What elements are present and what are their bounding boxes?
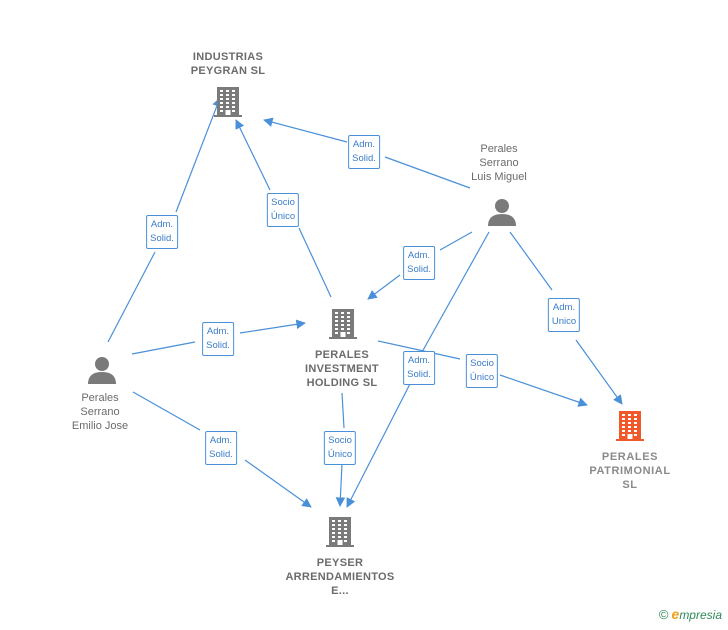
edge-label-emilio-industrias[interactable]: Adm. Solid. — [146, 215, 178, 249]
edge-label-luis-peyser[interactable]: Adm. Solid. — [403, 351, 435, 385]
edge-line-luis-peyser-start — [411, 231, 490, 371]
node-label-investment[interactable]: PERALES INVESTMENT HOLDING SL — [305, 348, 379, 390]
edge-line-investment-peyser-start — [341, 392, 345, 429]
edge-label-line: Solid. — [352, 153, 376, 164]
edge-label-line: Único — [327, 449, 353, 460]
edge-label-line: Único — [270, 211, 296, 222]
investment-building-icon[interactable] — [329, 309, 357, 339]
edge-line-luis-industrias-end — [263, 117, 348, 143]
node-label-line: ARRENDAMIENTOS — [285, 571, 395, 583]
edge-line-emilio-industrias-start — [107, 251, 156, 343]
brand-logo-initial: e — [671, 606, 680, 622]
edge-label-line: Unico — [551, 316, 577, 327]
node-label-peyser[interactable]: PEYSER ARRENDAMIENTOS E... — [285, 556, 394, 598]
edge-line-emilio-peyser-start — [132, 391, 201, 431]
edge-label-line: Solid. — [206, 340, 230, 351]
node-label-line: PERALES — [601, 451, 659, 463]
patrimonial-building-icon[interactable] — [616, 411, 644, 441]
edge-line-luis-peyser-end — [346, 379, 413, 508]
node-label-line: Perales — [480, 143, 518, 155]
edge-line-emilio-industrias-end — [175, 97, 222, 213]
node-label-line: SL — [622, 479, 638, 491]
brand-footer: ©empresia — [659, 606, 722, 622]
node-label-line: PEYGRAN SL — [190, 65, 266, 77]
emilio-person-icon[interactable] — [88, 357, 116, 384]
edge-label-line: Adm. — [209, 435, 233, 446]
edge-label-line: Socio — [271, 197, 295, 208]
node-label-line: PATRIMONIAL — [589, 465, 671, 477]
copyright-icon: © — [658, 607, 669, 622]
edge-line-emilio-investment-end — [239, 319, 306, 334]
node-label-line: INVESTMENT — [305, 363, 379, 375]
brand-name: mpresia — [679, 608, 722, 622]
edge-label-line: Socio — [328, 435, 352, 446]
edge-label-line: Adm. — [352, 139, 376, 150]
node-label-line: E... — [331, 585, 349, 597]
edge-label-line: Adm. — [407, 355, 431, 366]
edge-label-line: Solid. — [407, 264, 431, 275]
edge-label-line: Adm. — [552, 302, 576, 313]
edge-line-luis-patrimonial-start — [509, 231, 553, 291]
edge-label-line: Adm. — [206, 326, 230, 337]
node-label-line: HOLDING SL — [306, 377, 378, 389]
edge-line-investment-patrimonial-start — [377, 340, 461, 360]
edge-label-emilio-peyser[interactable]: Adm. Solid. — [205, 431, 237, 465]
edge-line-luis-industrias-start — [384, 156, 471, 189]
node-label-line: Emilio Jose — [71, 420, 129, 432]
edge-line-luis-patrimonial-end — [575, 339, 623, 405]
edge-label-luis-patrimonial[interactable]: Adm. Unico — [547, 298, 581, 332]
node-label-line: Serrano — [479, 157, 519, 169]
edge-label-luis-investment[interactable]: Adm. Solid. — [403, 246, 435, 280]
edge-line-investment-industrias-end — [235, 119, 271, 191]
edge-line-emilio-investment-start — [131, 341, 196, 355]
node-label-line: Perales — [81, 392, 119, 404]
luis-person-icon[interactable] — [488, 199, 516, 226]
node-label-patrimonial[interactable]: PERALES PATRIMONIAL SL — [589, 450, 670, 492]
industrias-building-icon[interactable] — [214, 87, 242, 117]
edge-label-line: Solid. — [150, 233, 174, 244]
edge-label-line: Socio — [470, 358, 494, 369]
edge-label-line: Adm. — [150, 219, 174, 230]
node-label-industrias[interactable]: INDUSTRIAS PEYGRAN SL — [191, 50, 266, 78]
edge-line-luis-investment-end — [367, 274, 401, 300]
edge-label-line: Solid. — [209, 449, 233, 460]
node-label-line: INDUSTRIAS — [192, 51, 264, 63]
edge-label-emilio-investment[interactable]: Adm. Solid. — [202, 322, 234, 356]
edge-label-line: Adm. — [407, 250, 431, 261]
edge-label-line: Solid. — [407, 369, 431, 380]
edge-label-luis-industrias[interactable]: Adm. Solid. — [348, 135, 380, 169]
edge-line-luis-investment-start — [439, 231, 473, 251]
edge-line-investment-patrimonial-end — [499, 374, 588, 407]
node-label-line: Luis Miguel — [471, 171, 527, 183]
edge-line-emilio-peyser-end — [244, 459, 312, 508]
edge-label-line: Único — [469, 372, 495, 383]
node-label-line: PEYSER — [316, 557, 364, 569]
edge-line-investment-industrias-start — [298, 227, 332, 298]
node-label-line: Serrano — [80, 406, 120, 418]
edge-line-investment-peyser-end — [335, 463, 346, 507]
peyser-building-icon[interactable] — [326, 517, 354, 547]
node-label-line: PERALES — [314, 349, 370, 361]
